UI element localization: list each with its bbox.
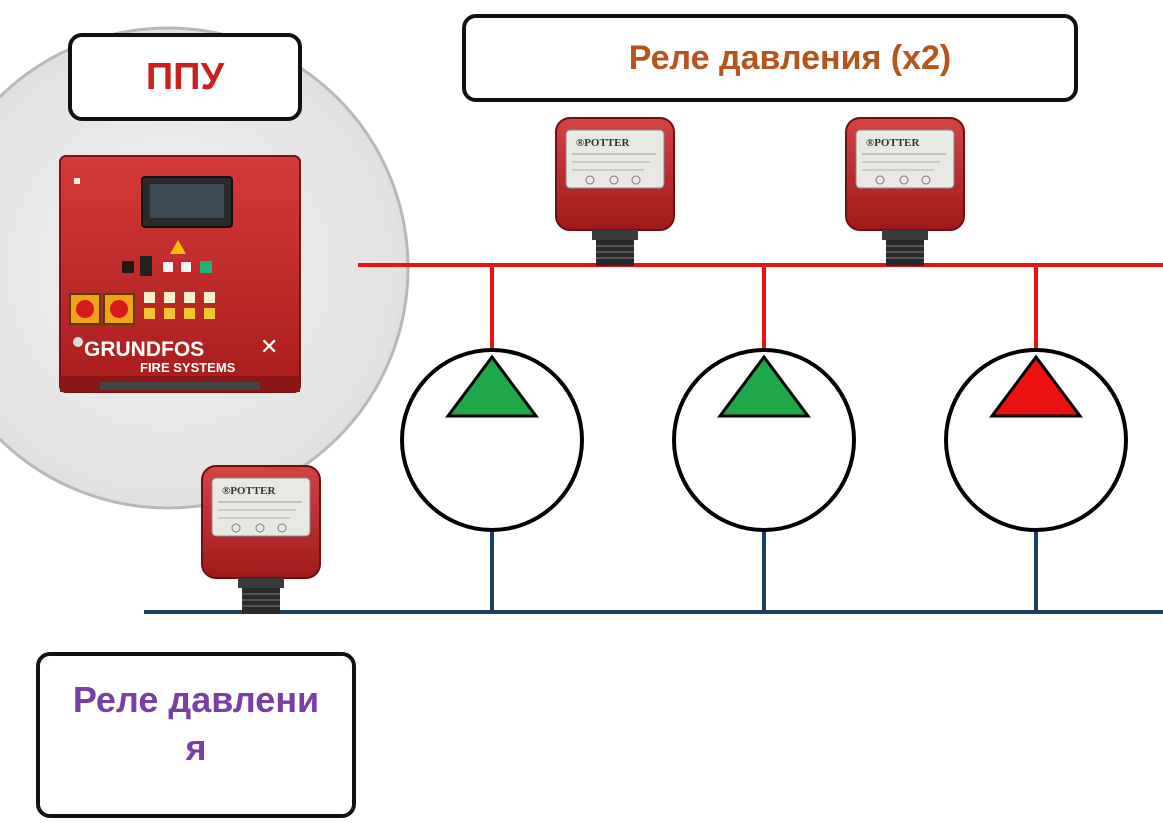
discharge-pipeline <box>358 263 1163 356</box>
control-cabinet: GRUNDFOS ✕ FIRE SYSTEMS <box>59 155 301 393</box>
pump-2 <box>672 348 856 532</box>
pressure-switch-3 <box>201 465 321 615</box>
pump-3-status-triangle <box>989 354 1083 418</box>
pump-1-status-triangle <box>445 354 539 418</box>
pump-3 <box>944 348 1128 532</box>
grundfos-logo-icon: ✕ <box>260 335 278 360</box>
relay-single-label-box: Реле давлени я <box>36 652 356 818</box>
pump-2-status-triangle <box>717 354 811 418</box>
key-icon <box>73 337 83 347</box>
relay-pair-label-box: Реле давления (x2) <box>462 14 1078 102</box>
cabinet-brand: GRUNDFOS <box>84 338 204 361</box>
relay-pair-label: Реле давления (x2) <box>628 38 952 77</box>
cabinet-subtitle: FIRE SYSTEMS <box>140 360 236 375</box>
ppu-label-box: ППУ <box>68 33 302 121</box>
pressure-switch-2 <box>845 117 965 267</box>
key-switch-icon <box>140 256 152 276</box>
relay-single-label: Реле давлени я <box>72 679 320 768</box>
warning-icon <box>170 240 186 254</box>
pressure-switch-1 <box>555 117 675 267</box>
suction-pipeline <box>144 522 1163 614</box>
ppu-label: ППУ <box>145 55 225 98</box>
pump-1 <box>400 348 584 532</box>
